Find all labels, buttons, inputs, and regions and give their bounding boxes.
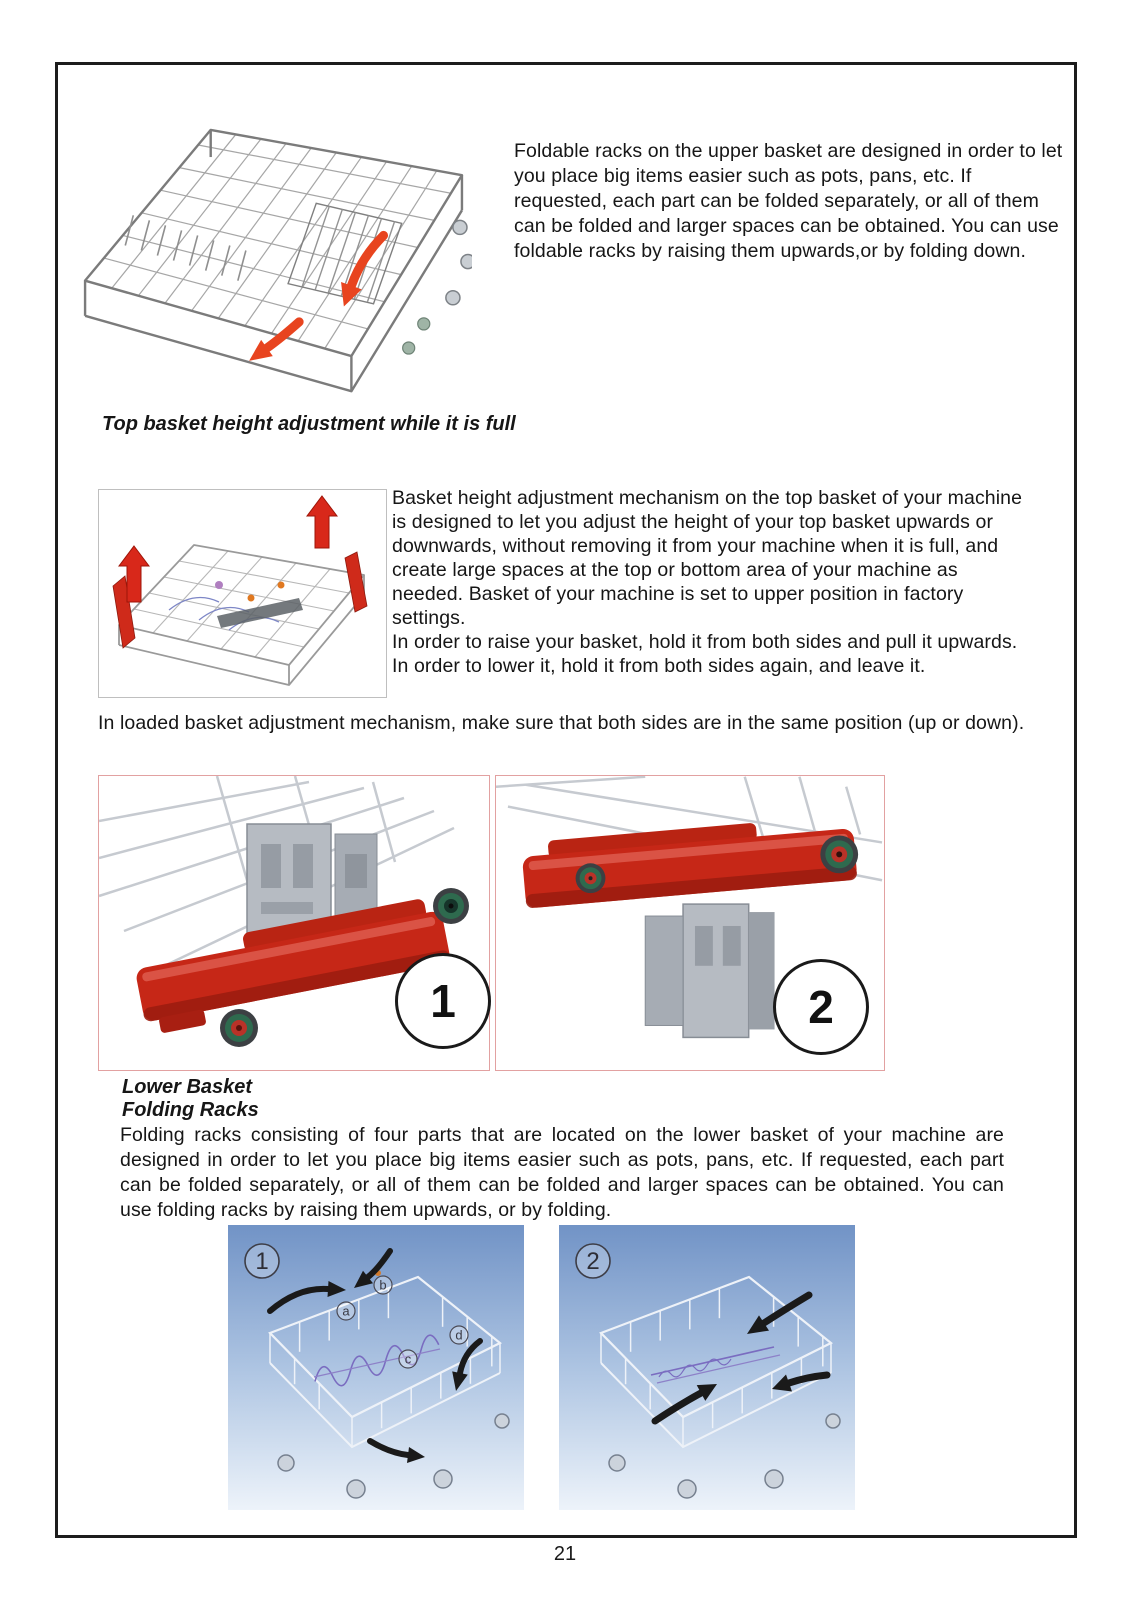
part-labels: a b c d: [336, 1275, 469, 1369]
part-label-b: b: [379, 1278, 386, 1293]
folding-racks-heading: Folding Racks: [122, 1099, 259, 1121]
small-clips: [215, 581, 285, 602]
folding-rack-wires: [313, 1334, 441, 1387]
fold-direction-arrow-icon: [651, 1291, 831, 1425]
height-adjustment-illustration: [98, 489, 387, 698]
basket-mesh-wires: [133, 550, 350, 658]
part-label-a: a: [342, 1304, 350, 1319]
rail-photo-1-drawing: [99, 776, 489, 1070]
rail-photo-1: [98, 775, 490, 1071]
lower-basket-wires: [599, 1275, 834, 1449]
folding-diagram-1: a b c d 1: [228, 1225, 524, 1510]
folding-racks-paragraph: Folding racks consisting of four parts t…: [120, 1124, 1004, 1221]
photo-number-badge-2: 2: [773, 959, 869, 1055]
fold-down-arrowheads: [249, 281, 362, 361]
foldable-racks-paragraph: Foldable racks on the upper basket are d…: [514, 140, 1063, 262]
photo-number-badge-1: 1: [395, 953, 491, 1049]
raise-up-arrow-icon: [118, 495, 338, 603]
top-basket-heading: Top basket height adjustment while it is…: [102, 413, 516, 435]
rail-wheel-icon: [575, 835, 859, 894]
basket-rim: [118, 544, 365, 686]
height-adjustment-paragraph-2: In order to raise your basket, hold it f…: [392, 631, 1018, 677]
diagram-number-1: 1: [255, 1248, 268, 1275]
diagram-number-badge-1: 1: [244, 1243, 280, 1279]
folding-diagram-2-drawing: 2: [559, 1225, 855, 1510]
folding-diagram-1-drawing: a b c d 1: [228, 1225, 524, 1510]
basket-mesh-wires: [103, 134, 452, 349]
basket-wheel-icon: [608, 1413, 841, 1499]
red-rail: [136, 899, 451, 1033]
height-adjustment-drawing: [112, 495, 368, 686]
red-rail: [522, 823, 857, 908]
basket-rim: [83, 128, 464, 393]
fold-direction-arrowheads: [327, 1270, 468, 1463]
side-rail-red: [112, 551, 368, 649]
height-adjustment-text: Basket height adjustment mechanism on th…: [392, 486, 1024, 678]
basket-wheel-icon: [277, 1413, 510, 1499]
lower-basket-wires: [268, 1275, 503, 1449]
height-adjustment-paragraph-3: In loaded basket adjustment mechanism, m…: [98, 712, 1025, 734]
height-adjustment-paragraph-1: Basket height adjustment mechanism on th…: [392, 487, 1023, 629]
basket-roller-icon: [445, 219, 472, 306]
photo-number-2: 2: [808, 981, 834, 1033]
cutlery-tray: [217, 598, 303, 628]
adjustment-bracket: [644, 903, 775, 1039]
upper-basket-illustration: [70, 83, 472, 413]
fold-direction-arrow-icon: [267, 1248, 483, 1458]
folding-rack-wires-flat: [650, 1346, 781, 1384]
foldable-rack-tines: [124, 215, 247, 281]
folding-diagram-2: 2: [559, 1225, 855, 1510]
upper-basket-drawing: [83, 128, 472, 393]
part-label-c: c: [405, 1352, 412, 1367]
rail-wheel-icon: [220, 888, 469, 1047]
part-label-d: d: [455, 1328, 462, 1343]
diagram-number-badge-2: 2: [575, 1243, 611, 1279]
page-number: 21: [553, 1543, 577, 1565]
fold-down-arrow-icon: [262, 230, 389, 353]
diagram-number-2: 2: [586, 1248, 599, 1275]
photo-number-1: 1: [430, 975, 456, 1027]
lower-basket-heading: Lower Basket: [122, 1076, 253, 1098]
fold-direction-arrowheads: [696, 1315, 792, 1401]
page-frame: Foldable racks on the upper basket are d…: [55, 62, 1077, 1538]
basket-clip-icon: [402, 317, 431, 355]
